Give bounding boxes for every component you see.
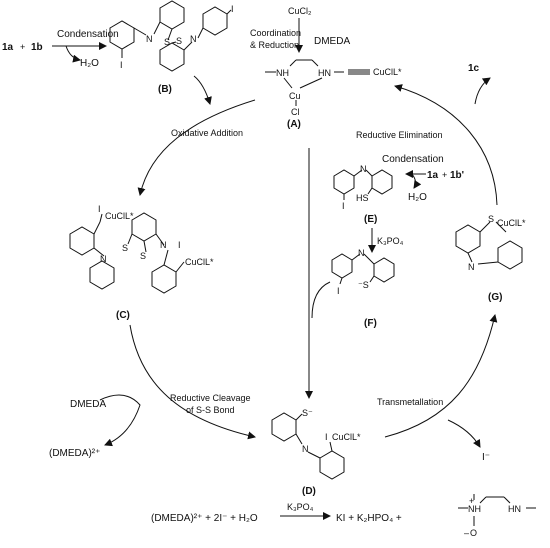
reactant-1b-prime: 1b': [450, 170, 464, 181]
atom-s-c1: S: [122, 243, 128, 253]
water-release-arrow: [65, 45, 81, 63]
atom-i-c2: I: [178, 240, 181, 250]
ligand-hn: HN: [318, 68, 331, 78]
f-merge-curve: [311, 281, 331, 319]
structure-c: [69, 212, 185, 294]
oxide-hn: HN: [508, 504, 521, 514]
water-label-mid: H₂O: [408, 192, 427, 203]
atom-n-d: N: [302, 444, 309, 454]
label-g: (G): [488, 292, 502, 303]
plus-sign-mid: +: [442, 170, 447, 180]
structure-b: [109, 0, 232, 72]
ligand-cu: Cu: [289, 91, 301, 101]
atom-s-c2: S: [140, 251, 146, 261]
label-d: (D): [302, 486, 316, 497]
atom-n-b1: N: [146, 34, 153, 44]
cucil-g: CuClL*: [497, 218, 526, 228]
equation-reagent: K₃PO₄: [287, 502, 314, 512]
ligand-cl: Cl: [291, 107, 300, 117]
atom-s-b2: S: [176, 36, 182, 46]
oxide-nh: NH: [468, 504, 481, 514]
reactant-1b: 1b: [31, 42, 43, 53]
structure-d: [271, 412, 345, 480]
dmeda-consumption-arrow: [99, 394, 141, 447]
catalyst-cucil: CuClL*: [373, 67, 402, 77]
catalyst-a-structure: [265, 59, 370, 106]
atom-n-g: N: [468, 262, 475, 272]
equation-left: (DMEDA)²⁺ + 2I⁻ + H₂O: [151, 513, 258, 524]
reductive-cleavage-label-1: Reductive Cleavage: [170, 393, 251, 403]
iodide-release-arrow: [447, 419, 481, 448]
atom-s-b1: S: [164, 37, 170, 47]
b-entry-arrow: [193, 75, 212, 105]
cucil-d: CuClL*: [332, 432, 361, 442]
transmetallation-arc: [384, 314, 498, 438]
label-c: (C): [116, 310, 130, 321]
transmetallation-label: Transmetallation: [377, 397, 443, 407]
atom-i-d: I: [325, 432, 328, 442]
reductive-elimination-label: Reductive Elimination: [356, 130, 443, 140]
atom-i-b1: I: [231, 4, 234, 14]
reductive-elimination-arc: [394, 84, 498, 206]
cucil-c2: CuClL*: [185, 257, 214, 267]
water-release-mid: [411, 173, 422, 189]
oxide-plus: +: [469, 496, 474, 506]
atom-i-c1: I: [98, 204, 101, 214]
structure-f: [331, 253, 395, 285]
atom-n-c1: N: [160, 240, 167, 250]
coordination-label: Coordination: [250, 28, 301, 38]
n-oxide-structure: [458, 494, 536, 526]
atom-i-b2: I: [120, 60, 123, 70]
structure-g: [455, 221, 523, 270]
atom-s-minus-f: ⁻S: [358, 280, 369, 290]
product-release-arrow: [474, 77, 491, 105]
cucl2-label: CuCl₂: [288, 6, 312, 16]
oxidative-addition-label: Oxidative Addition: [171, 128, 243, 138]
atom-i-f: I: [337, 286, 340, 296]
label-b: (B): [158, 84, 172, 95]
atom-i-e: I: [342, 201, 345, 211]
dmeda-left: DMEDA: [70, 399, 106, 410]
water-label-top: H₂O: [80, 58, 99, 69]
iodide-label: I⁻: [482, 452, 490, 463]
reductive-cleavage-label-2: of S-S Bond: [186, 405, 235, 415]
cucil-c1: CuClL*: [105, 211, 134, 221]
condensation-label-top: Condensation: [57, 29, 119, 40]
label-e: (E): [364, 214, 377, 225]
k3po4-label: K₃PO₄: [377, 236, 404, 246]
label-a: (A): [287, 119, 301, 130]
reactant-1a: 1a: [2, 42, 14, 53]
dmeda-dication: (DMEDA)²⁺: [49, 448, 100, 459]
dmeda-top: DMEDA: [314, 36, 350, 47]
equation-right: KI + K₂HPO₄ +: [336, 513, 402, 524]
reactant-1a-mid: 1a: [427, 170, 439, 181]
oxide-o: O: [470, 528, 477, 538]
product-1c: 1c: [468, 63, 480, 74]
condensation-label-mid: Condensation: [382, 154, 444, 165]
oxide-minus: –: [464, 528, 469, 538]
ligand-nh: NH: [276, 68, 289, 78]
oxidative-addition-arc: [137, 99, 256, 196]
atom-n-b2: N: [190, 34, 197, 44]
atom-n-c2: N: [100, 254, 107, 264]
reduction-label: & Reduction: [250, 40, 299, 50]
atom-s-minus-d: S⁻: [302, 408, 313, 418]
structure-e: [333, 169, 393, 200]
label-f: (F): [364, 318, 377, 329]
plus-sign: +: [20, 42, 25, 52]
reductive-cleavage-arc: [129, 324, 256, 440]
atom-s-g: S: [488, 214, 494, 224]
atom-n-f: N: [358, 248, 365, 258]
atom-n-e: N: [360, 164, 367, 174]
atom-hs-e: HS: [356, 193, 369, 203]
